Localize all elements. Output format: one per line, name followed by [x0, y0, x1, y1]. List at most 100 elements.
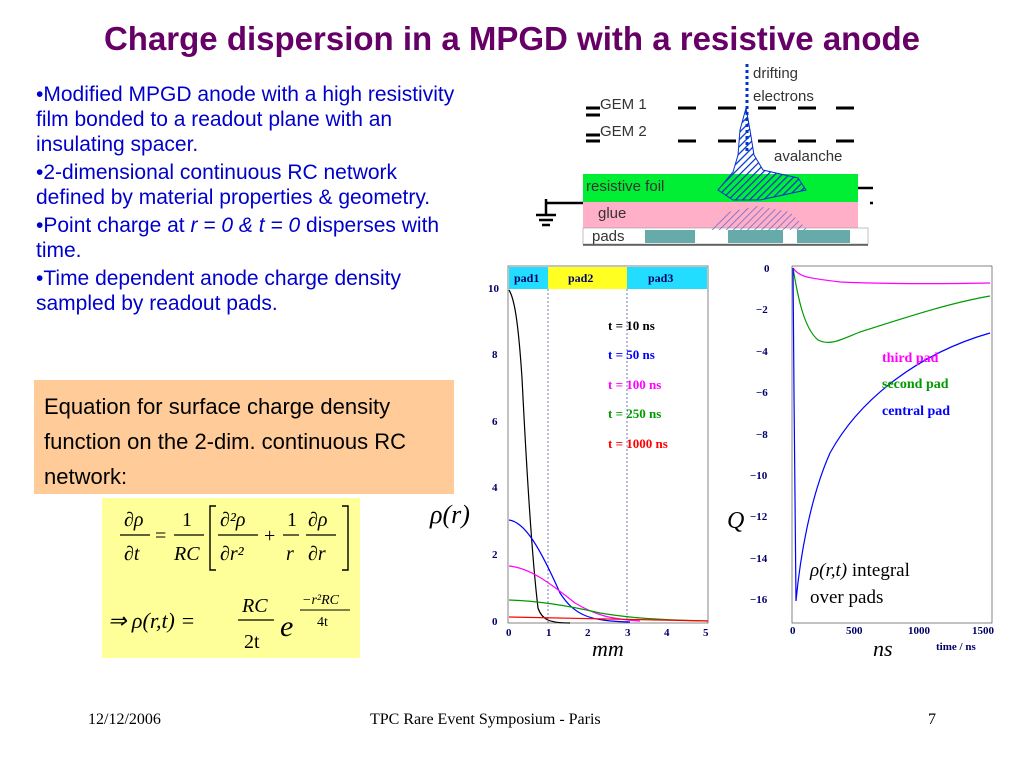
avalanche-shape — [717, 107, 807, 201]
formula-svg: ∂ρ ∂t = 1 RC ∂²ρ ∂r² + 1 r ∂ρ ∂r ⇒ ρ(r,t… — [108, 505, 350, 653]
d2-den: ∂r² — [220, 543, 245, 565]
equation-caption-box: Equation for surface charge density func… — [34, 380, 454, 494]
dr-den: ∂r — [308, 543, 326, 565]
right-axis-title: time / ns — [936, 641, 976, 653]
ytick-label: −12 — [750, 511, 768, 523]
electrons-label: electrons — [753, 88, 814, 105]
bullet-text: •Time dependent anode charge density sam… — [36, 267, 401, 315]
right-xlabel: ns — [873, 636, 893, 661]
exp-base: e — [280, 610, 293, 643]
integral-note-line2: over pads — [810, 587, 883, 608]
density-plot: pad1 pad2 pad3 10 8 6 4 2 0 0 1 2 3 4 5 … — [488, 265, 709, 639]
xtick-label: 2 — [585, 627, 591, 639]
ground-symbol-left — [536, 199, 583, 227]
ytick-label: 2 — [492, 549, 498, 561]
xtick-label: 1 — [546, 627, 552, 639]
pad2-label: pad2 — [568, 271, 593, 285]
ground-symbol-right — [858, 186, 873, 205]
ytick-label: 4 — [492, 482, 498, 494]
bullet-item: •Modified MPGD anode with a high resisti… — [36, 82, 466, 157]
footer-event: TPC Rare Event Symposium - Paris — [370, 711, 601, 728]
ytick-label: −10 — [750, 470, 768, 482]
bullet-text: •Modified MPGD anode with a high resisti… — [36, 83, 455, 156]
bullet-list: •Modified MPGD anode with a high resisti… — [36, 82, 466, 319]
two-t-denominator: 2t — [244, 631, 260, 653]
ytick-label: −8 — [756, 429, 768, 441]
curve-50ns — [508, 519, 631, 623]
curve-1000ns — [508, 616, 709, 622]
xtick-label: 4 — [664, 627, 670, 639]
avalanche-label: avalanche — [774, 148, 842, 165]
equation-caption: Equation for surface charge density func… — [44, 394, 406, 489]
bullet-text: •Point charge at — [36, 214, 191, 237]
equals-sign: = — [155, 525, 166, 547]
rc-numerator: RC — [241, 595, 268, 617]
bullet-emphasis: r = 0 & t = 0 — [190, 214, 301, 237]
legend-250ns: t = 250 ns — [608, 406, 661, 421]
pad3-label: pad3 — [648, 271, 673, 285]
legend-1000ns: t = 1000 ns — [608, 436, 668, 451]
bullet-item: •2-dimensional continuous RC network def… — [36, 160, 466, 210]
legend-50ns: t = 50 ns — [608, 347, 655, 362]
ytick-label: 10 — [488, 283, 500, 295]
ytick-label: −4 — [756, 346, 768, 358]
right-yticks: 0 −2 −4 −6 −8 −10 −12 −14 −16 — [750, 263, 770, 606]
resistive-foil-label: resistive foil — [586, 178, 664, 195]
xtick-label: 500 — [846, 625, 863, 637]
dp-dt-den: ∂t — [124, 543, 140, 565]
r-denominator: r — [286, 543, 294, 565]
legend-third-pad: third pad — [882, 351, 939, 366]
induced-charge-shape — [708, 206, 808, 230]
ytick-label: 6 — [492, 416, 498, 428]
bullet-item: •Time dependent anode charge density sam… — [36, 266, 466, 316]
right-xticks: 0 500 1000 1500 — [790, 625, 995, 637]
formula-box: ∂ρ ∂t = 1 RC ∂²ρ ∂r² + 1 r ∂ρ ∂r ⇒ ρ(r,t… — [102, 498, 360, 658]
footer-date: 12/12/2006 — [88, 711, 161, 728]
curve-central-pad — [792, 267, 991, 602]
left-legend: t = 10 ns t = 50 ns t = 100 ns t = 250 n… — [608, 318, 668, 451]
left-xticks: 0 1 2 3 4 5 — [506, 627, 709, 639]
ytick-label: −16 — [750, 594, 768, 606]
legend-100ns: t = 100 ns — [608, 377, 661, 392]
legend-second-pad: second pad — [882, 377, 949, 392]
xtick-label: 3 — [625, 627, 631, 639]
ytick-label: −6 — [756, 387, 768, 399]
readout-pads — [645, 230, 850, 243]
pad2-band — [548, 267, 627, 289]
d2-num: ∂²ρ — [220, 509, 245, 531]
bullet-text: •2-dimensional continuous RC network def… — [36, 161, 431, 209]
gem2-label: GEM 2 — [600, 123, 647, 140]
ytick-label: 8 — [492, 349, 498, 361]
bullet-item: •Point charge at r = 0 & t = 0 disperses… — [36, 213, 466, 263]
slide-title: Charge dispersion in a MPGD with a resis… — [103, 20, 921, 57]
charge-plot: 0 −2 −4 −6 −8 −10 −12 −14 −16 0 500 1000… — [750, 263, 995, 653]
curve-10ns — [508, 289, 571, 624]
exp-denominator: 4t — [317, 615, 328, 630]
pad1-band — [509, 267, 548, 289]
left-ylabel: ρ(r) — [430, 500, 470, 529]
exp-numerator: −r²RC — [302, 593, 340, 608]
footer-page-number: 7 — [928, 711, 936, 728]
legend-central-pad: central pad — [882, 404, 950, 419]
gem1-label: GEM 1 — [600, 96, 647, 113]
integral-note-line1: ρ(r,t) integral — [809, 560, 910, 581]
ytick-label: −2 — [756, 304, 768, 316]
curve-second-pad — [792, 267, 991, 344]
xtick-label: 1500 — [972, 625, 995, 637]
plus-sign: + — [264, 525, 275, 547]
solution-lhs: ⇒ ρ(r,t) = — [108, 608, 195, 633]
xtick-label: 5 — [703, 627, 709, 639]
right-ylabel: Q — [727, 508, 745, 534]
glue-label: glue — [598, 205, 626, 222]
mpgd-diagram: drifting electrons GEM 1 GEM 2 avalanche… — [536, 64, 873, 246]
pad3-band — [627, 267, 707, 289]
drifting-label: drifting — [753, 65, 798, 82]
left-yticks: 10 8 6 4 2 0 — [488, 283, 500, 628]
xtick-label: 0 — [790, 625, 796, 637]
right-legend: third pad second pad central pad — [882, 351, 950, 419]
gem-electrodes — [586, 106, 854, 143]
pad1-label: pad1 — [514, 271, 539, 285]
dp-dt-num: ∂ρ — [124, 509, 143, 531]
xtick-label: 0 — [506, 627, 512, 639]
left-xlabel: mm — [592, 636, 624, 661]
